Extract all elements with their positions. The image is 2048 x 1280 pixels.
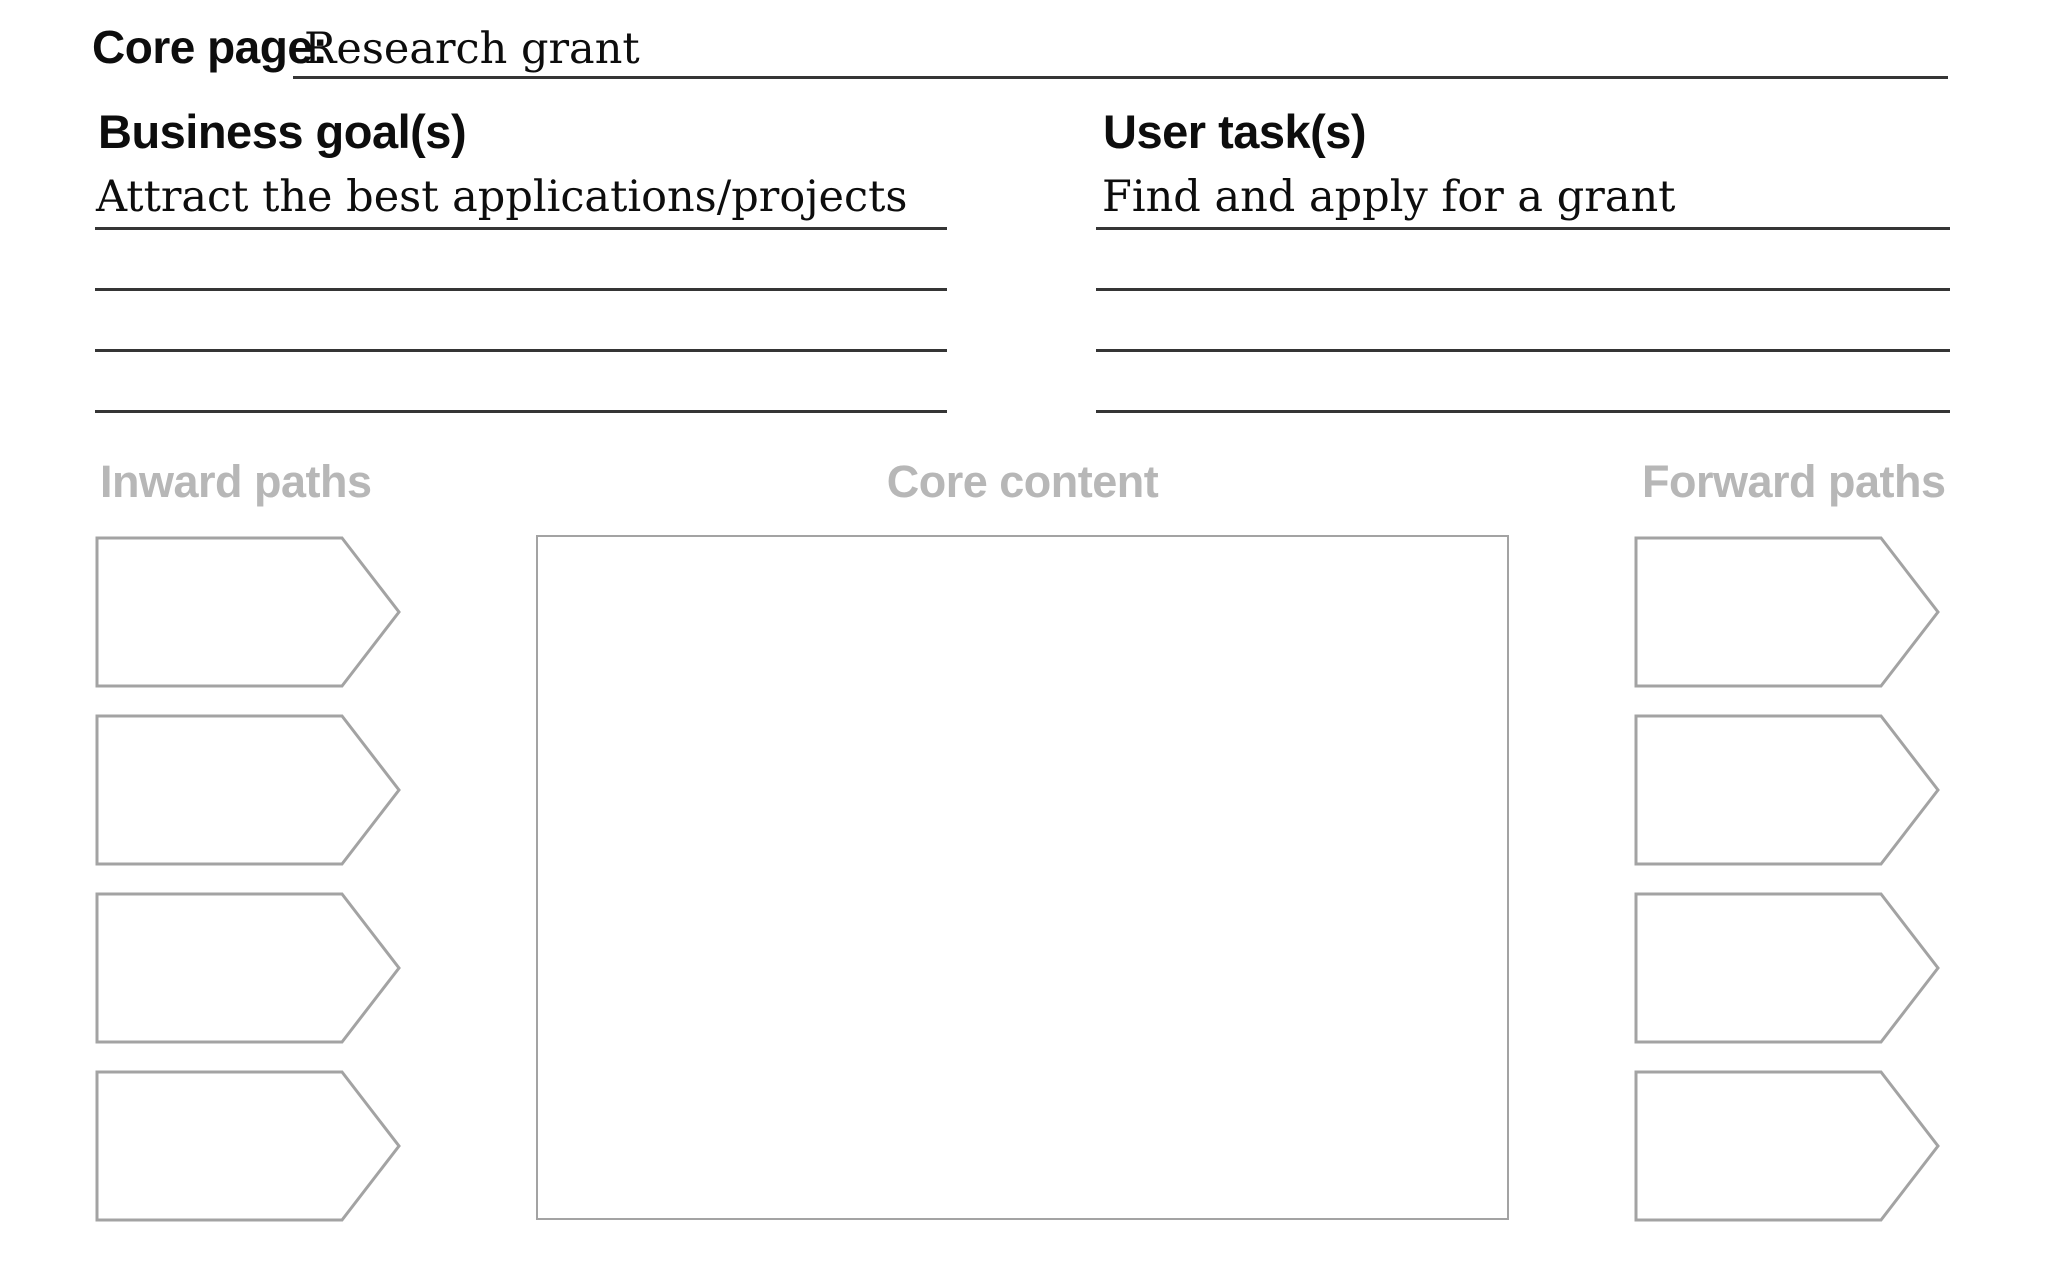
core-page-label: Core page: bbox=[92, 21, 328, 73]
user-task-field-line-1[interactable] bbox=[1096, 288, 1950, 291]
business-goals-heading: Business goal(s) bbox=[98, 105, 467, 158]
core-page-value: Research grant bbox=[304, 24, 640, 74]
business-goal-field-line-0[interactable] bbox=[95, 227, 947, 230]
user-task-field-line-2[interactable] bbox=[1096, 349, 1950, 352]
core-content-heading: Core content bbox=[886, 456, 1159, 507]
forward-path-slot-0[interactable] bbox=[1634, 536, 1940, 688]
arrow-right-shape-icon bbox=[1634, 892, 1940, 1044]
business-goal-field-line-2[interactable] bbox=[95, 349, 947, 352]
forward-path-slot-3[interactable] bbox=[1634, 1070, 1940, 1222]
arrow-right-shape-icon bbox=[95, 1070, 401, 1222]
forward-path-slot-2[interactable] bbox=[1634, 892, 1940, 1044]
business-goal-entry-0: Attract the best applications/projects bbox=[96, 172, 908, 222]
arrow-right-shape-icon bbox=[95, 714, 401, 866]
arrow-right-shape-icon bbox=[95, 892, 401, 1044]
arrow-right-shape-icon bbox=[1634, 536, 1940, 688]
arrow-right-shape-icon bbox=[95, 536, 401, 688]
inward-paths-heading: Inward paths bbox=[100, 456, 372, 507]
forward-paths-heading: Forward paths bbox=[1642, 456, 1946, 507]
inward-path-slot-3[interactable] bbox=[95, 1070, 401, 1222]
core-page-field-line[interactable] bbox=[293, 76, 1948, 79]
inward-path-slot-1[interactable] bbox=[95, 714, 401, 866]
forward-path-slot-1[interactable] bbox=[1634, 714, 1940, 866]
inward-path-slot-2[interactable] bbox=[95, 892, 401, 1044]
user-task-field-line-0[interactable] bbox=[1096, 227, 1950, 230]
business-goal-field-line-1[interactable] bbox=[95, 288, 947, 291]
inward-path-slot-0[interactable] bbox=[95, 536, 401, 688]
arrow-right-shape-icon bbox=[1634, 1070, 1940, 1222]
user-task-field-line-3[interactable] bbox=[1096, 410, 1950, 413]
business-goal-field-line-3[interactable] bbox=[95, 410, 947, 413]
user-task-entry-0: Find and apply for a grant bbox=[1102, 172, 1676, 222]
arrow-right-shape-icon bbox=[1634, 714, 1940, 866]
user-tasks-heading: User task(s) bbox=[1103, 105, 1367, 158]
core-content-box[interactable] bbox=[536, 535, 1509, 1220]
